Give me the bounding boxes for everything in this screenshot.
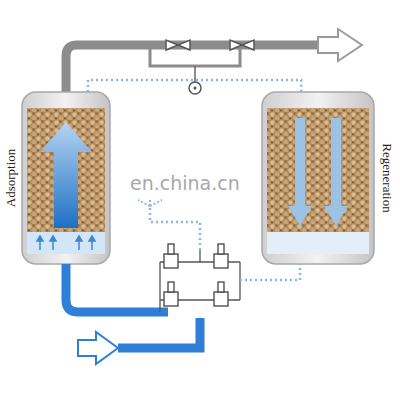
vessel-label: Regeneration (379, 143, 393, 212)
desiccant-bed (27, 108, 105, 232)
inflow-arrows (37, 236, 95, 250)
gauge-dot (194, 87, 197, 90)
vessel-shell (262, 92, 374, 264)
desiccant-bed (267, 108, 369, 232)
flow-arrow (288, 118, 348, 226)
manifold-line (160, 250, 240, 312)
vessel-bottom (27, 232, 105, 254)
flow-arrow (40, 122, 92, 228)
vessel-shell (22, 92, 110, 264)
vessel: Regeneration (262, 92, 374, 264)
inlet-arrow (78, 332, 118, 364)
inlet-pipe (118, 318, 200, 348)
valve (166, 40, 254, 50)
watermark: en.china.cn (128, 172, 242, 194)
gauge-stem (194, 66, 196, 82)
purge-connector (88, 80, 301, 92)
inlet-pipe (66, 264, 168, 312)
pressure-gauge (189, 82, 201, 94)
purge-line (240, 264, 300, 280)
vessel-label: Adsorption (4, 149, 18, 208)
exhaust-line (150, 206, 200, 250)
outlet-arrow (318, 29, 362, 61)
solenoid-valve (164, 244, 228, 306)
vessel-bottom (267, 232, 369, 254)
vessel: Adsorption (22, 92, 110, 264)
bypass-pipe (150, 45, 240, 66)
exhaust-arrows (138, 199, 162, 206)
